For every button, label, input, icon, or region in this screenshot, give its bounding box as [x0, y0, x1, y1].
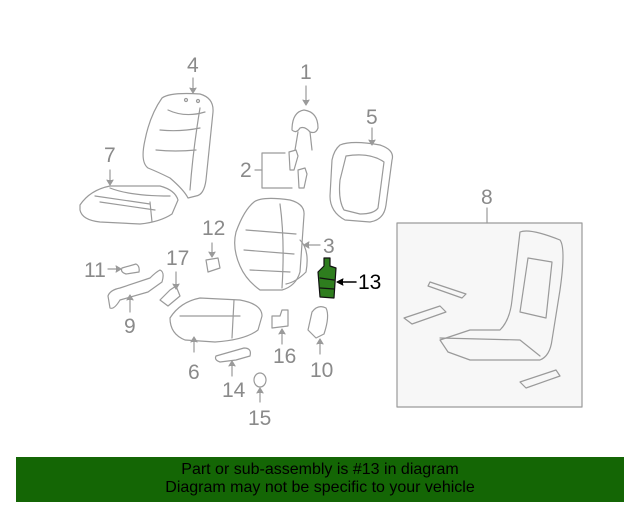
part-3-seat-back-cushion[interactable] [234, 197, 308, 291]
part-info-banner: Part or sub-assembly is #13 in diagram D… [16, 457, 624, 502]
banner-line-part-number: Part or sub-assembly is #13 in diagram [181, 461, 459, 478]
part-6-seat-cushion[interactable] [169, 297, 263, 343]
banner-line-disclaimer: Diagram may not be specific to your vehi… [165, 479, 475, 496]
callout-17[interactable]: 17 [166, 247, 190, 270]
part-9-side-trim[interactable] [107, 269, 164, 309]
callout-15[interactable]: 15 [248, 407, 272, 430]
callout-16[interactable]: 16 [273, 345, 297, 368]
part-11-knob[interactable] [120, 263, 140, 275]
callout-10[interactable]: 10 [310, 359, 334, 382]
part-14-lever-trim[interactable] [214, 347, 251, 363]
callout-3[interactable]: 3 [323, 235, 335, 258]
callout-11[interactable]: 11 [84, 259, 106, 282]
part-8-seat-frame-box[interactable] [396, 222, 583, 408]
part-13-highlighted[interactable] [317, 257, 337, 299]
part-15-cap[interactable] [253, 372, 267, 388]
part-1-headrest[interactable] [291, 109, 319, 151]
callout-14[interactable]: 14 [222, 379, 246, 402]
part-4-seat-back-cover[interactable] [142, 92, 214, 199]
parts-diagram: 4 1 5 7 2 8 12 3 17 11 13 9 16 6 10 14 1… [79, 54, 583, 430]
callout-13[interactable]: 13 [358, 271, 382, 294]
callout-12[interactable]: 12 [202, 217, 226, 240]
part-5-seat-back-panel[interactable] [329, 141, 394, 223]
part-12-clip[interactable] [205, 257, 221, 273]
part-16-bracket[interactable] [271, 309, 289, 329]
part-2-headrest-guides[interactable] [288, 149, 308, 189]
callout-9[interactable]: 9 [124, 315, 136, 338]
callout-1[interactable]: 1 [300, 61, 312, 84]
callout-2[interactable]: 2 [240, 159, 252, 182]
callout-5[interactable]: 5 [366, 106, 378, 129]
callout-6[interactable]: 6 [188, 361, 200, 384]
diagram-drawing [79, 77, 583, 408]
callout-4[interactable]: 4 [187, 54, 199, 77]
callout-8[interactable]: 8 [481, 186, 493, 209]
callout-7[interactable]: 7 [104, 144, 116, 167]
part-7-seat-cushion-cover[interactable] [79, 185, 179, 225]
part-17-hinge-cover[interactable] [159, 285, 181, 307]
part-10-recliner-cover[interactable] [307, 306, 329, 339]
